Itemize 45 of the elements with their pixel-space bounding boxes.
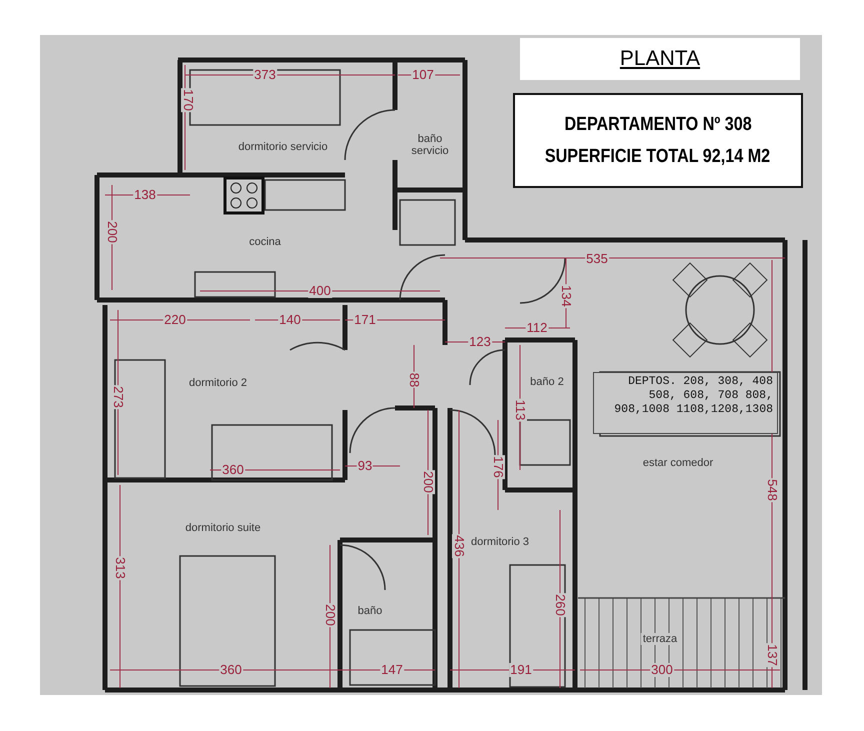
info-panel xyxy=(513,93,803,188)
dimension-label: 107 xyxy=(411,68,435,82)
dimension-label: 200 xyxy=(421,470,435,494)
room-label: baño xyxy=(356,605,384,617)
room-label: estar comedor xyxy=(640,457,716,469)
room-label: terraza xyxy=(640,633,680,645)
dimension-label: 134 xyxy=(559,284,573,308)
panel-text: DEPARTAMENTO Nº 308 xyxy=(564,114,752,136)
dimension-label: 360 xyxy=(219,663,243,677)
room-label: cocina xyxy=(247,236,283,248)
dimension-label: 400 xyxy=(308,284,332,298)
room-label: dormitorio 3 xyxy=(468,536,532,548)
dimension-label: 300 xyxy=(650,663,674,677)
dimension-label: 200 xyxy=(323,603,337,627)
dimension-label: 170 xyxy=(181,88,195,112)
dimension-label: 260 xyxy=(553,593,567,617)
dimension-label: 436 xyxy=(452,534,466,558)
dimension-label: 93 xyxy=(356,459,374,473)
dimension-label: 535 xyxy=(585,252,609,266)
plan-title: PLANTA xyxy=(520,38,800,80)
dimension-label: 112 xyxy=(526,321,548,335)
dimension-label: 548 xyxy=(765,478,779,502)
dimension-label: 138 xyxy=(133,188,157,202)
room-label: dormitorio servicio xyxy=(236,141,330,153)
dimension-label: 113 xyxy=(513,398,527,422)
dimension-label: 273 xyxy=(111,385,125,409)
dimension-label: 123 xyxy=(468,335,492,349)
dimension-label: 200 xyxy=(105,220,119,244)
dimension-label: 191 xyxy=(509,663,533,677)
room-label: dormitorio 2 xyxy=(186,377,250,389)
dimension-label: 137 xyxy=(765,643,779,667)
dimension-label: 171 xyxy=(353,313,377,327)
note-text: DEPTOS. 208, 308, 408 508, 608, 708 808, 908,1008 1108,1208,1308 xyxy=(613,375,773,417)
dimension-label: 220 xyxy=(163,313,187,327)
dimension-label: 147 xyxy=(380,663,404,677)
dimension-label: 373 xyxy=(253,68,277,82)
panel-text: SUPERFICIE TOTAL 92,14 M2 xyxy=(545,146,771,168)
dimension-label: 313 xyxy=(113,556,127,580)
room-label: baño 2 xyxy=(528,376,566,388)
room-label: dormitorio suite xyxy=(183,522,263,534)
dimension-label: 140 xyxy=(278,313,302,327)
note-box xyxy=(593,372,778,434)
dimension-label: 176 xyxy=(491,455,505,479)
dimension-label: 360 xyxy=(221,463,245,477)
dimension-label: 88 xyxy=(407,372,421,388)
